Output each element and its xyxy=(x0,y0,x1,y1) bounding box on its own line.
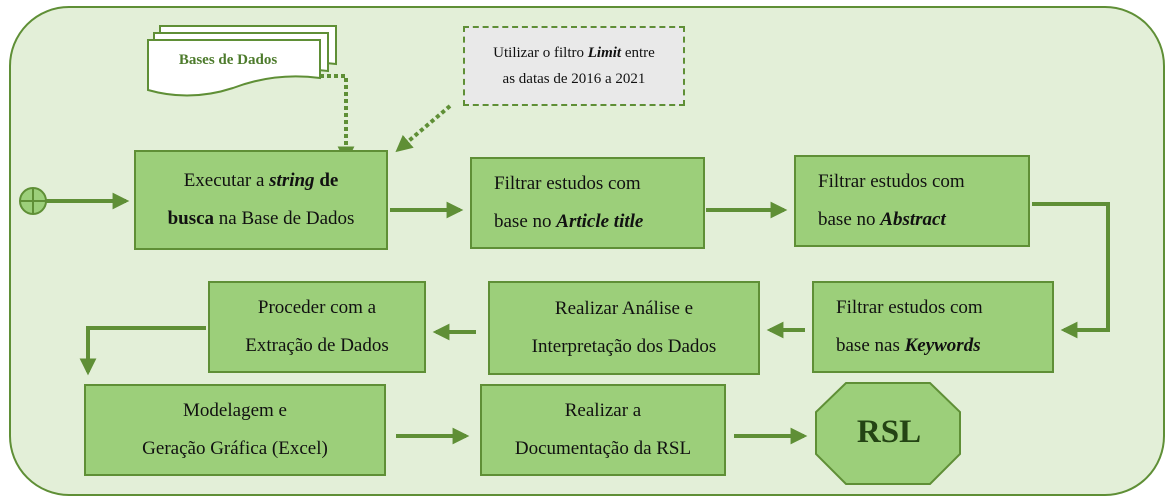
end-node-octagon xyxy=(815,382,961,485)
date-filter-note: Utilizar o filtro Limit entre as datas d… xyxy=(463,26,685,106)
step-filter-article-title: Filtrar estudos com base no Article titl… xyxy=(470,157,705,249)
connector-extraction-to-modeling xyxy=(79,326,206,376)
step-documentation: Realizar a Documentação da RSL xyxy=(480,384,726,476)
step-execute-search-string: Executar a string de busca na Base de Da… xyxy=(134,150,388,250)
connector-abstract-to-keywords xyxy=(1032,202,1110,339)
connector-database-to-execute xyxy=(320,74,355,164)
database-label: Bases de Dados xyxy=(178,51,278,68)
start-node-icon xyxy=(19,187,47,215)
step-analysis-interpretation: Realizar Análise e Interpretação dos Dad… xyxy=(488,281,760,375)
database-document-icon xyxy=(147,25,337,97)
connector-note-to-execute xyxy=(395,104,452,153)
step-filter-abstract: Filtrar estudos com base no Abstract xyxy=(794,155,1030,247)
step-data-extraction: Proceder com a Extração de Dados xyxy=(208,281,426,373)
end-node-label: RSL xyxy=(856,413,922,450)
step-filter-keywords: Filtrar estudos com base nas Keywords xyxy=(812,281,1054,373)
step-modeling-graphics: Modelagem e Geração Gráfica (Excel) xyxy=(84,384,386,476)
